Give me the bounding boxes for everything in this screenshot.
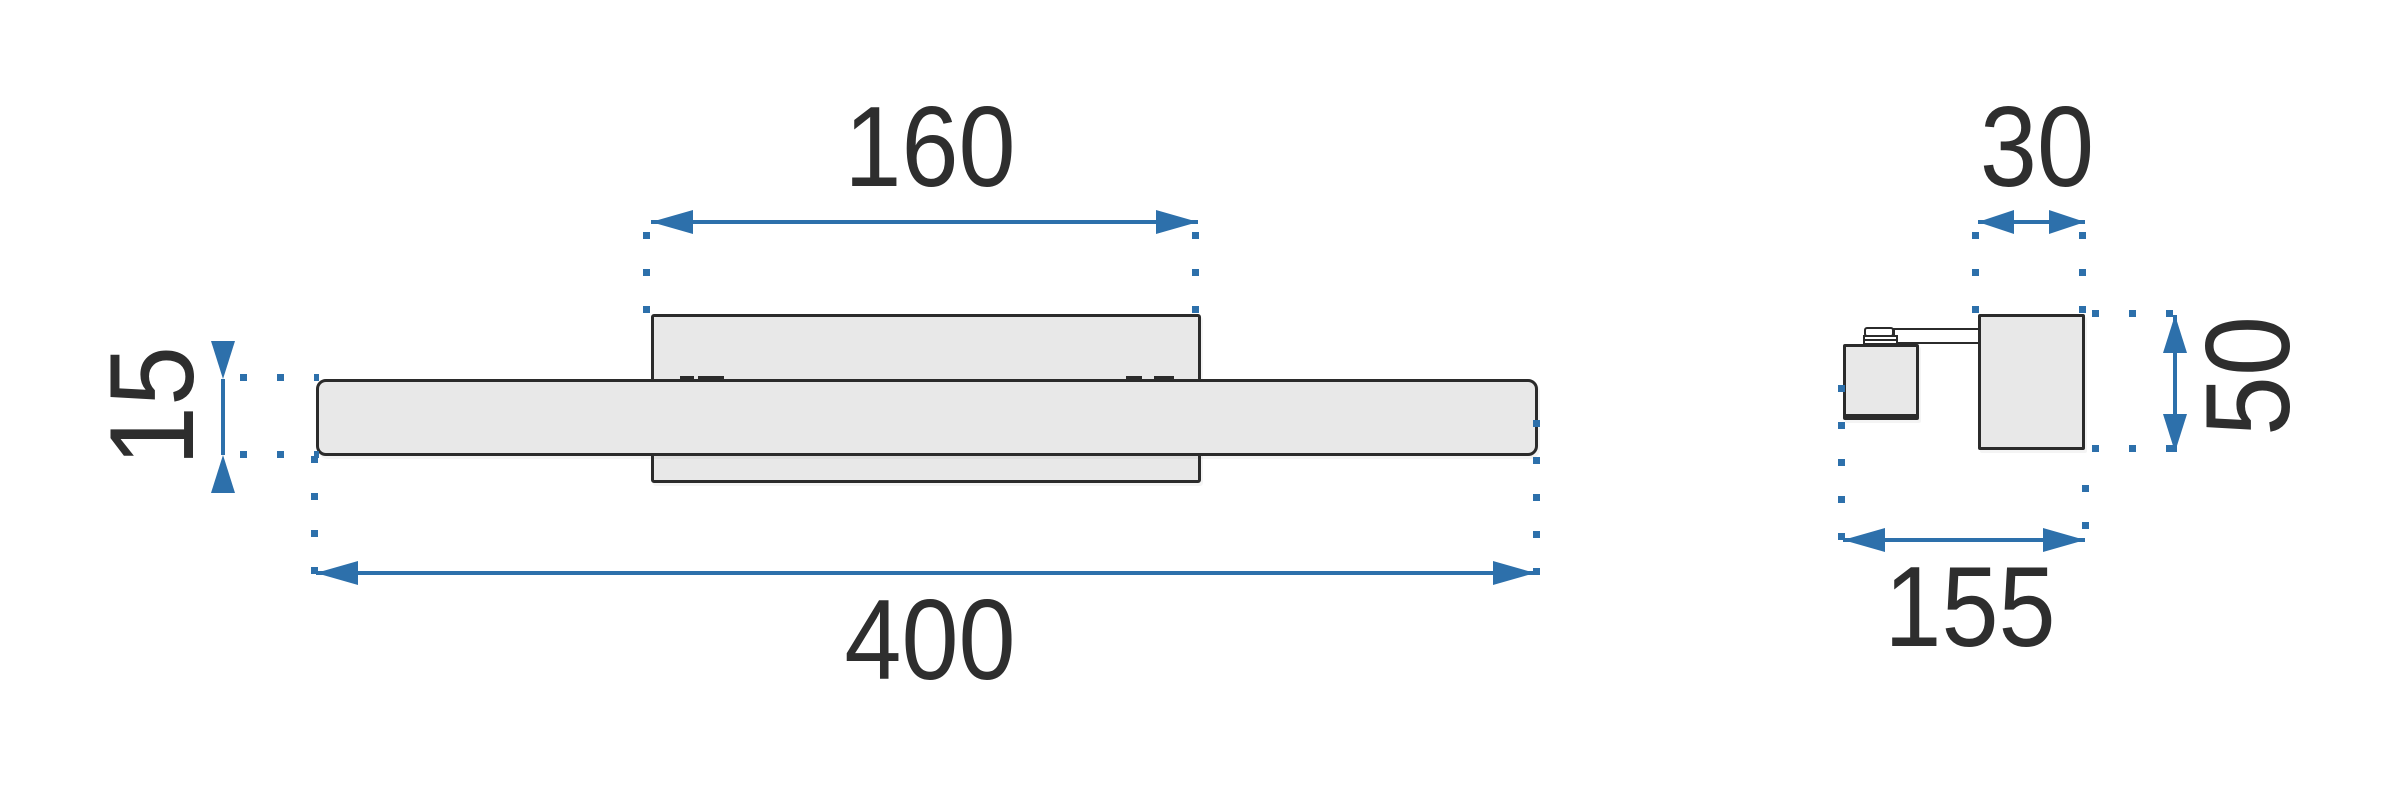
extension-dots-30-right <box>2079 232 2086 313</box>
dim-30-arrowhead-left <box>1978 210 2014 234</box>
extension-dots-30-left <box>1972 232 1979 313</box>
dim-30-arrowhead-right <box>2049 210 2085 234</box>
dim-160-label: 160 <box>844 84 1016 211</box>
dim-160-line <box>651 220 1198 224</box>
side-lamphead-lens-bar <box>1846 414 1916 420</box>
dim-50-arrowhead-top <box>2163 315 2187 353</box>
dim-400-arrowhead-left <box>316 561 358 585</box>
dim-400-arrowhead-right <box>1493 561 1535 585</box>
extension-dots-400-right <box>1533 420 1540 575</box>
dim-30-label: 30 <box>1979 84 2095 211</box>
extension-dots-50-top <box>2092 310 2173 317</box>
dim-400-line <box>316 571 1535 575</box>
extension-dots-160-right <box>1192 232 1199 313</box>
side-arm-rect <box>1893 328 1980 344</box>
front-clip-tick <box>1154 376 1174 381</box>
front-clip-tick <box>680 376 694 381</box>
dim-160-arrowhead-right <box>1156 210 1198 234</box>
dim-15-arrowhead-top <box>211 341 235 379</box>
extension-dots-400-left <box>311 456 318 574</box>
dim-50-line <box>2173 315 2177 452</box>
extension-dots-155-left <box>1838 385 1845 540</box>
extension-dots-160-left <box>643 232 650 313</box>
front-clip-tick <box>698 376 724 381</box>
extension-dots-15-bottom <box>240 451 319 458</box>
dim-155-line <box>1843 538 2085 542</box>
dim-400-label: 400 <box>844 577 1016 704</box>
dim-155-arrowhead-left <box>1843 528 1885 552</box>
side-wallplate-rect <box>1978 314 2085 450</box>
dim-50-label: 50 <box>2181 315 2315 437</box>
front-clip-tick <box>1126 376 1142 381</box>
extension-dots-155-right <box>2082 485 2089 536</box>
dim-30-line <box>1978 220 2085 224</box>
dim-15-line <box>221 379 225 455</box>
dim-155-arrowhead-right <box>2043 528 2085 552</box>
dim-155-label: 155 <box>1884 544 2056 671</box>
dim-160-arrowhead-left <box>651 210 693 234</box>
extension-dots-50-bottom <box>2092 445 2173 452</box>
dim-15-arrowhead-bottom <box>211 455 235 493</box>
front-bar-rect <box>316 379 1538 456</box>
extension-dots-15-top <box>240 374 319 381</box>
side-hinge-midline <box>1865 339 1896 341</box>
dim-15-label: 15 <box>85 345 219 467</box>
side-lamphead-rect <box>1843 344 1919 420</box>
